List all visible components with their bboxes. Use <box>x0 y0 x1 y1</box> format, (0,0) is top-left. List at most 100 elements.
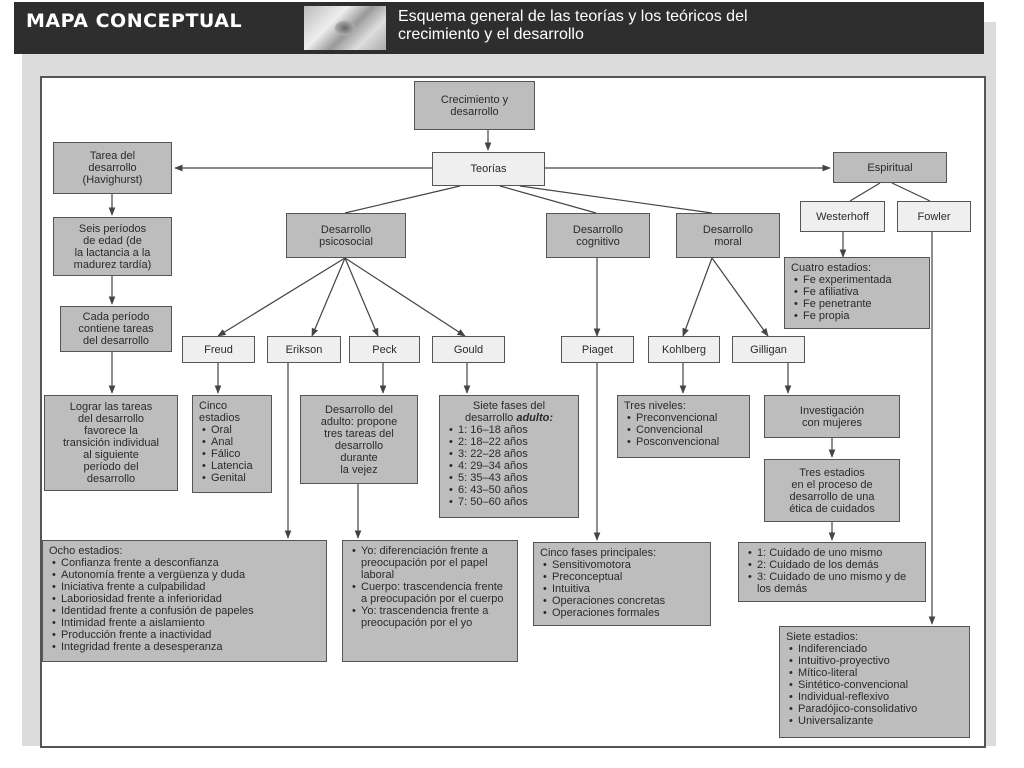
list-item: Preconvencional <box>627 412 743 424</box>
node-seis-periodos: Seis períodos de edad (de la lactancia a… <box>53 217 172 276</box>
node-cada-periodo: Cada período contiene tareas del desarro… <box>60 306 172 352</box>
list-item: 5: 35–43 años <box>449 472 572 484</box>
node-tres-estadios-etica: Tres estadios en el proceso de desarroll… <box>764 459 900 522</box>
list-fowler-estadios: Siete estadios: Indiferenciado Intuitivo… <box>779 626 970 738</box>
list-heading: Tres niveles: <box>624 400 686 412</box>
node-peck: Peck <box>349 336 420 363</box>
list-item: Fálico <box>202 448 265 460</box>
list-item: Indiferenciado <box>789 643 963 655</box>
list-item: 1: Cuidado de uno mismo <box>748 547 919 559</box>
list-item: Operaciones concretas <box>543 595 704 607</box>
header-illustration <box>304 6 386 50</box>
node-kohlberg: Kohlberg <box>648 336 720 363</box>
list-item: Paradójico-consolidativo <box>789 703 963 715</box>
list-items: Sensitivomotora Preconceptual Intuitiva … <box>540 559 704 619</box>
node-lograr-tareas: Lograr las tareas del desarrollo favorec… <box>44 395 178 491</box>
list-item: 4: 29–34 años <box>449 460 572 472</box>
list-item: 3: Cuidado de uno mismo y de los demás <box>748 571 919 595</box>
list-kohlberg-niveles: Tres niveles: Preconvencional Convencion… <box>617 395 750 458</box>
list-item: 6: 43–50 años <box>449 484 572 496</box>
list-items: Confianza frente a desconfianza Autonomí… <box>49 557 320 653</box>
list-heading-emphasis: adulto: <box>516 412 554 424</box>
list-items: Preconvencional Convencional Posconvenci… <box>624 412 743 448</box>
node-teorias: Teorías <box>432 152 545 186</box>
list-item: Individual-reflexivo <box>789 691 963 703</box>
list-item: Genital <box>202 472 265 484</box>
list-item: Integridad frente a desesperanza <box>52 641 320 653</box>
section-label: MAPA CONCEPTUAL <box>26 10 243 32</box>
node-desarrollo-moral: Desarrollo moral <box>676 213 780 258</box>
list-item: Yo: diferenciación frente a preocupación… <box>352 545 511 581</box>
list-item: Identidad frente a confusión de papeles <box>52 605 320 617</box>
list-item: Autonomía frente a vergüenza y duda <box>52 569 320 581</box>
node-freud: Freud <box>182 336 255 363</box>
list-piaget-fases: Cinco fases principales: Sensitivomotora… <box>533 542 711 626</box>
list-gilligan-estadios: 1: Cuidado de uno mismo 2: Cuidado de lo… <box>738 542 926 602</box>
node-desarrollo-cognitivo: Desarrollo cognitivo <box>546 213 650 258</box>
list-item: 2: 18–22 años <box>449 436 572 448</box>
node-gould: Gould <box>432 336 505 363</box>
list-erikson-estadios: Ocho estadios: Confianza frente a descon… <box>42 540 327 662</box>
list-item: Mítico-literal <box>789 667 963 679</box>
header-bar: MAPA CONCEPTUAL Esquema general de las t… <box>14 2 984 54</box>
list-item: Fe penetrante <box>794 298 923 310</box>
list-item: Posconvencional <box>627 436 743 448</box>
list-item: Producción frente a inactividad <box>52 629 320 641</box>
node-tarea-del-desarrollo: Tarea del desarrollo (Havighurst) <box>53 142 172 194</box>
list-item: Fe afiliativa <box>794 286 923 298</box>
list-item: 1: 16–18 años <box>449 424 572 436</box>
node-desarrollo-psicosocial: Desarrollo psicosocial <box>286 213 406 258</box>
list-item: Iniciativa frente a culpabilidad <box>52 581 320 593</box>
list-items: 1: 16–18 años 2: 18–22 años 3: 22–28 año… <box>446 424 572 508</box>
node-espiritual: Espiritual <box>833 152 947 183</box>
list-heading-text: Siete fases del desarrollo <box>464 400 546 424</box>
list-westerhoff-estadios: Cuatro estadios: Fe experimentada Fe afi… <box>784 257 930 329</box>
knot-image <box>334 20 356 36</box>
list-items: 1: Cuidado de uno mismo 2: Cuidado de lo… <box>745 547 919 595</box>
list-items: Fe experimentada Fe afiliativa Fe penetr… <box>791 274 923 322</box>
list-gould-fases: Siete fases del desarrollo adulto: 1: 16… <box>439 395 579 518</box>
list-item: Latencia <box>202 460 265 472</box>
list-items: Oral Anal Fálico Latencia Genital <box>199 424 265 484</box>
list-item: Intimidad frente a aislamiento <box>52 617 320 629</box>
list-item: Universalizante <box>789 715 963 727</box>
node-westerhoff: Westerhoff <box>800 201 885 232</box>
list-item: Fe experimentada <box>794 274 923 286</box>
list-heading: Cuatro estadios: <box>791 262 872 274</box>
page-title: Esquema general de las teorías y los teó… <box>398 8 958 44</box>
list-item: Yo: trascendencia frente a preocupación … <box>352 605 511 629</box>
list-peck-tareas: Yo: diferenciación frente a preocupación… <box>342 540 518 662</box>
node-investigacion-con-mujeres: Investigación con mujeres <box>764 395 900 438</box>
title-line-1: Esquema general de las teorías y los teó… <box>398 8 748 25</box>
node-gilligan: Gilligan <box>732 336 805 363</box>
node-crecimiento-y-desarrollo: Crecimiento y desarrollo <box>414 81 535 130</box>
list-heading: Ocho estadios: <box>49 545 123 557</box>
list-item: 2: Cuidado de los demás <box>748 559 919 571</box>
list-item: Oral <box>202 424 265 436</box>
list-items: Indiferenciado Intuitivo-proyectivo Míti… <box>786 643 963 727</box>
list-item: Intuitivo-proyectivo <box>789 655 963 667</box>
list-heading: Cinco fases principales: <box>540 547 657 559</box>
list-freud-estadios: Cinco estadios Oral Anal Fálico Latencia… <box>192 395 272 493</box>
node-piaget: Piaget <box>561 336 634 363</box>
list-item: Fe propia <box>794 310 923 322</box>
list-item: Operaciones formales <box>543 607 704 619</box>
list-heading: Siete estadios: <box>786 631 859 643</box>
list-item: Intuitiva <box>543 583 704 595</box>
list-item: Laboriosidad frente a inferioridad <box>52 593 320 605</box>
title-line-2: crecimiento y el desarrollo <box>398 26 584 43</box>
list-heading: Siete fases del desarrollo adulto: <box>446 400 572 424</box>
list-heading: Cinco estadios <box>199 400 240 424</box>
list-item: Anal <box>202 436 265 448</box>
list-items: Yo: diferenciación frente a preocupación… <box>349 545 511 629</box>
list-item: Sensitivomotora <box>543 559 704 571</box>
node-erikson: Erikson <box>267 336 341 363</box>
list-item: Cuerpo: trascendencia frente a preocupac… <box>352 581 511 605</box>
list-item: 7: 50–60 años <box>449 496 572 508</box>
list-item: 3: 22–28 años <box>449 448 572 460</box>
list-item: Confianza frente a desconfianza <box>52 557 320 569</box>
list-item: Preconceptual <box>543 571 704 583</box>
list-item: Convencional <box>627 424 743 436</box>
node-peck-desarrollo-adulto: Desarrollo del adulto: propone tres tare… <box>300 395 418 484</box>
list-item: Sintético-convencional <box>789 679 963 691</box>
